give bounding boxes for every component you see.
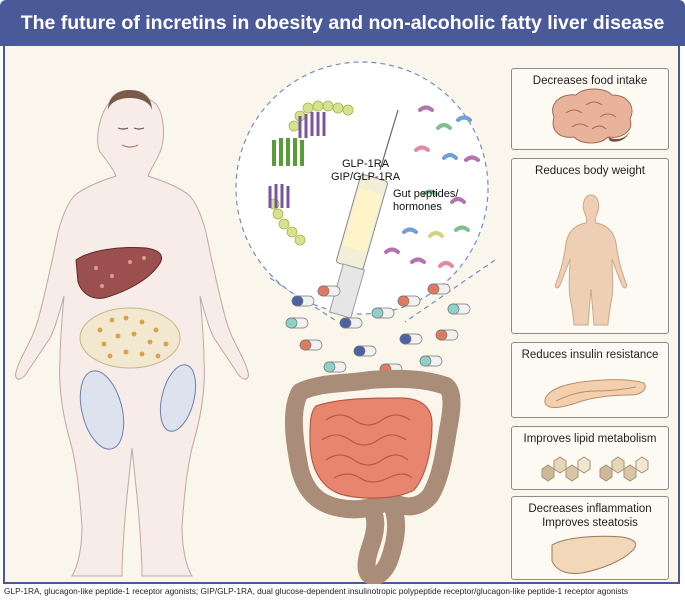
page-title: The future of incretins in obesity and n…: [20, 12, 665, 34]
footnote: GLP-1RA, glucagon-like peptide-1 recepto…: [4, 586, 629, 596]
pancreas-icon: [544, 379, 646, 408]
effect-panel-body-weight: Reduces body weight: [511, 158, 669, 334]
human-body: [15, 90, 249, 577]
brain-icon: [552, 88, 633, 144]
effect-label: Improves lipid metabolism: [523, 433, 657, 445]
effect-label: Decreases food intake: [532, 75, 648, 87]
effect-panel-insulin-resistance: Reduces insulin resistance: [511, 342, 669, 418]
pill-capsules: [285, 283, 471, 375]
effect-label: Reduces body weight: [535, 165, 645, 177]
gut-peptides: [384, 105, 480, 268]
gut-peptides-label: Gut peptides/ hormones: [393, 188, 459, 213]
lipid-molecule-icon: [541, 456, 649, 482]
effect-panel-food-intake: Decreases food intake: [511, 68, 669, 150]
effect-label: Reduces insulin resistance: [521, 349, 659, 361]
header-banner: The future of incretins in obesity and n…: [0, 0, 685, 46]
receptor-illustration: [268, 100, 354, 246]
intestine-illustration: [284, 369, 461, 584]
effect-panel-lipid-metabolism: Improves lipid metabolism: [511, 426, 669, 490]
body-silhouette-icon: [555, 194, 627, 326]
effect-panel-inflammation-steatosis: Decreases inflammation Improves steatosi…: [511, 496, 669, 580]
main-illustration: [15, 61, 496, 584]
liver-icon: [551, 535, 637, 574]
syringe-icon: [328, 109, 399, 319]
effect-label: Decreases inflammation Improves steatosi…: [528, 503, 652, 529]
drug-label: GLP-1RA GIP/GLP-1RA: [331, 158, 401, 183]
